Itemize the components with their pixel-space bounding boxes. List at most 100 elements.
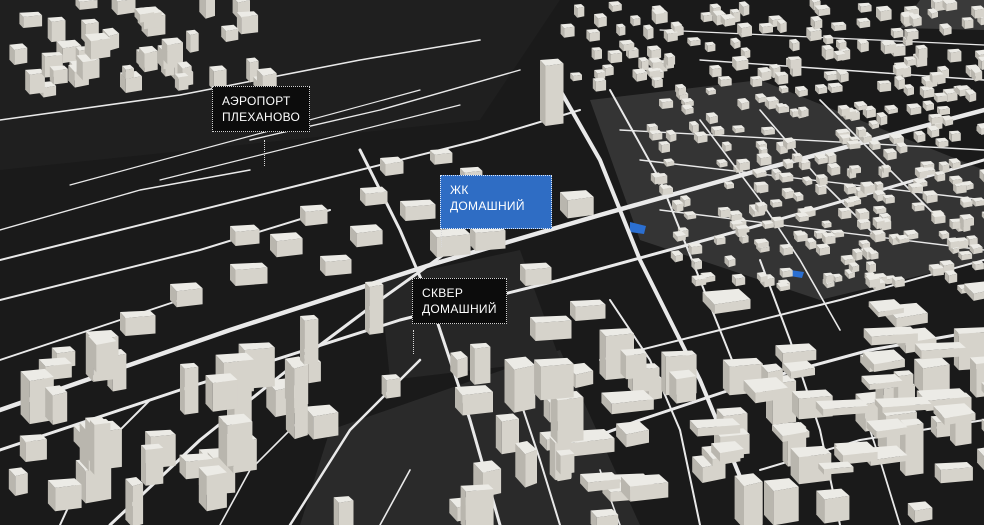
building-270 <box>663 28 678 43</box>
building-80 <box>732 125 745 134</box>
building-509 <box>835 444 878 465</box>
building-468 <box>550 391 584 444</box>
building-175 <box>949 130 961 142</box>
building-298 <box>777 19 787 34</box>
building-343 <box>75 0 98 10</box>
building-503 <box>868 299 904 318</box>
building-190 <box>927 125 940 138</box>
building-313 <box>903 56 916 67</box>
building-419 <box>616 421 649 448</box>
label-square-line-1: СКВЕР <box>422 286 464 300</box>
building-96 <box>844 199 855 208</box>
building-146 <box>716 159 728 168</box>
building-133 <box>778 85 789 94</box>
building-392 <box>430 148 453 165</box>
building-168 <box>882 194 895 204</box>
building-389 <box>560 190 594 219</box>
building-197 <box>914 166 927 180</box>
building-141 <box>895 234 910 244</box>
road-32 <box>659 209 984 251</box>
building-160 <box>731 273 746 287</box>
building-249 <box>646 67 661 77</box>
road-29 <box>819 99 941 221</box>
building-258 <box>814 4 831 17</box>
building-91 <box>840 254 856 266</box>
building-370 <box>221 24 239 42</box>
building-112 <box>960 198 973 208</box>
building-455 <box>689 418 741 437</box>
building-216 <box>753 181 767 193</box>
building-169 <box>781 187 795 200</box>
building-289 <box>591 47 602 60</box>
building-462 <box>205 373 238 412</box>
building-92 <box>816 174 828 186</box>
building-210 <box>794 231 808 243</box>
building-500 <box>863 326 918 346</box>
tower-483 <box>540 58 564 126</box>
label-airport[interactable]: АЭРОПОРТ ПЛЕХАНОВО <box>212 86 311 132</box>
building-111 <box>931 212 946 225</box>
road-34 <box>659 29 984 46</box>
building-144 <box>930 265 944 277</box>
label-square[interactable]: СКВЕР ДОМАШНИЙ <box>412 278 507 324</box>
building-140 <box>848 262 860 273</box>
building-440 <box>495 413 519 455</box>
building-363 <box>174 72 189 91</box>
building-120 <box>717 206 731 218</box>
building-212 <box>791 153 803 163</box>
road-18 <box>159 104 461 181</box>
building-22 <box>691 258 702 271</box>
building-238 <box>619 39 635 52</box>
building-266 <box>831 21 847 32</box>
building-99 <box>782 158 794 170</box>
road-7 <box>0 109 581 261</box>
water-pond-2 <box>790 270 804 278</box>
label-complex[interactable]: ЖК ДОМАШНИЙ <box>440 175 552 229</box>
building-252 <box>560 23 575 38</box>
building-154 <box>663 158 675 167</box>
building-149 <box>755 93 767 104</box>
building-324 <box>927 8 938 19</box>
building-90 <box>689 120 699 134</box>
building-49 <box>969 243 983 255</box>
building-329 <box>730 37 741 49</box>
building-116 <box>843 183 857 195</box>
building-151 <box>869 140 881 151</box>
square-pin-line <box>413 330 414 354</box>
building-322 <box>750 75 763 88</box>
building-418 <box>88 333 117 373</box>
building-301 <box>890 27 904 39</box>
building-423 <box>816 488 850 524</box>
building-473 <box>907 501 933 523</box>
building-315 <box>594 13 607 28</box>
building-333 <box>246 57 259 83</box>
building-123 <box>903 84 914 96</box>
building-451 <box>515 441 537 488</box>
building-366 <box>49 65 68 85</box>
building-273 <box>823 34 834 45</box>
building-351 <box>111 0 136 16</box>
building-88 <box>724 255 736 268</box>
building-331 <box>607 49 623 64</box>
building-498 <box>914 342 966 360</box>
building-215 <box>761 220 774 229</box>
building-259 <box>894 75 905 90</box>
building-502 <box>815 399 869 417</box>
building-257 <box>971 5 984 19</box>
building-240 <box>821 44 834 61</box>
building-180 <box>665 129 677 143</box>
building-449 <box>504 356 536 413</box>
building-107 <box>823 272 834 284</box>
building-184 <box>837 104 850 117</box>
building-328 <box>877 80 892 93</box>
building-466 <box>198 465 227 512</box>
building-382 <box>380 156 404 176</box>
building-429 <box>460 484 494 525</box>
building-428 <box>734 473 763 525</box>
building-1 <box>711 125 725 137</box>
building-514 <box>874 396 932 413</box>
building-43 <box>858 239 871 249</box>
building-75 <box>779 243 793 256</box>
